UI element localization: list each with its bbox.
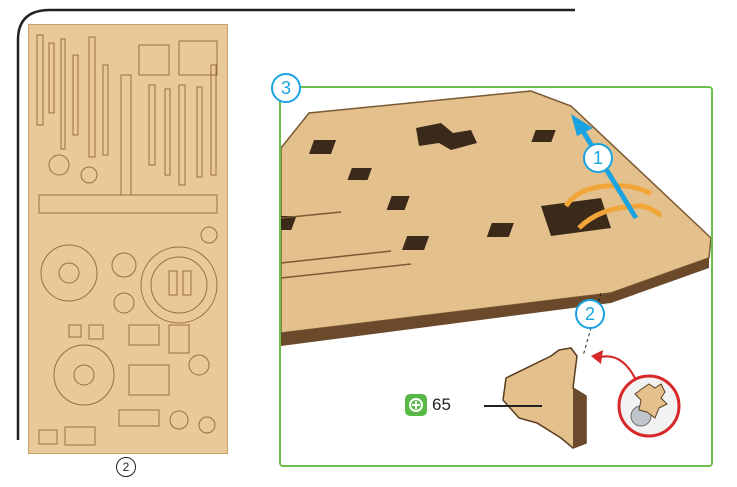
- wood-board: [281, 91, 711, 346]
- part-leader-line: [484, 405, 542, 407]
- step-3-badge: 3: [271, 73, 301, 103]
- instruction-panel: [279, 86, 713, 467]
- attach-arrow: [597, 356, 636, 380]
- plus-gear-icon: [405, 394, 427, 416]
- sheet-number-label: 2: [116, 457, 136, 477]
- assembly-illustration: [281, 88, 713, 467]
- part-reference: 65: [405, 394, 451, 416]
- part-number: 65: [432, 395, 451, 415]
- part-65: [503, 348, 586, 448]
- parts-sheet-pattern: [29, 25, 227, 453]
- parts-sheet: [28, 24, 228, 454]
- step-1-badge: 1: [583, 143, 613, 173]
- step-2-badge: 2: [575, 299, 605, 329]
